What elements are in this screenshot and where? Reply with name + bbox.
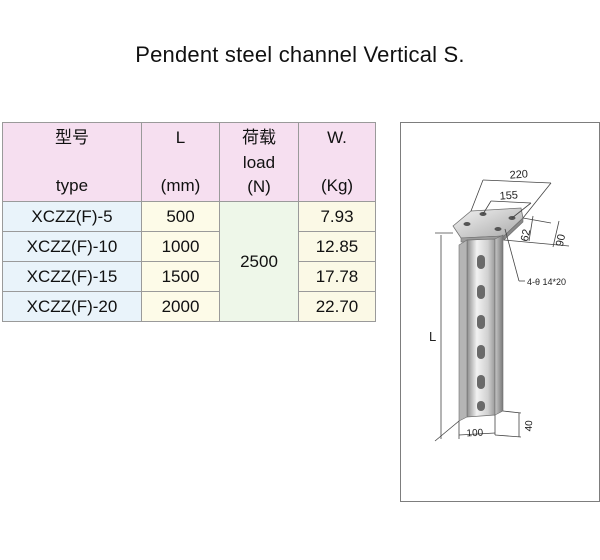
slot-hole <box>477 285 485 299</box>
dim-channel-width: 100 <box>466 428 484 440</box>
table-row: XCZZ(F)-5 500 2500 7.93 <box>2 201 376 322</box>
technical-drawing-frame: 220 155 62 90 4-θ 14*20 L 100 40 <box>400 122 600 502</box>
dim-plate-depth: 90 <box>554 233 568 247</box>
cell-length: 2000 <box>141 291 220 322</box>
cell-length: 500 <box>141 201 220 232</box>
dim-hole-spacing: 155 <box>499 189 518 202</box>
cell-type: XCZZ(F)-10 <box>2 231 142 262</box>
table-row: XCZZ(F)-10 1000 12.85 <box>2 231 376 262</box>
channel-drawing: 220 155 62 90 4-θ 14*20 L 100 40 <box>429 168 570 442</box>
slot-hole <box>477 401 485 411</box>
spec-table: 型号 type L (mm) 荷载 load (N) W. (Kg) XCZZ(… <box>2 122 376 322</box>
header-load: 荷载 load (N) <box>219 122 299 202</box>
header-load-unit: (N) <box>247 177 271 196</box>
cell-length: 1500 <box>141 261 220 292</box>
header-weight-unit: (Kg) <box>320 176 354 195</box>
cell-weight: 22.70 <box>298 291 376 322</box>
header-weight-symbol: W. <box>327 128 347 147</box>
table-row: XCZZ(F)-15 1500 17.78 <box>2 261 376 292</box>
slot-hole <box>477 375 485 389</box>
cell-type: XCZZ(F)-15 <box>2 261 142 292</box>
header-weight: W. (Kg) <box>298 122 376 202</box>
dim-plate-width: 220 <box>509 168 528 181</box>
cell-type: XCZZ(F)-5 <box>2 201 142 232</box>
vertical-channel <box>458 234 504 422</box>
header-load-en: load <box>242 153 276 172</box>
dim-channel-depth: 40 <box>524 420 535 432</box>
header-length-symbol: L <box>175 128 186 147</box>
page-title: Pendent steel channel Vertical S. <box>135 42 465 67</box>
table-row: XCZZ(F)-20 2000 22.70 <box>2 291 376 322</box>
header-load-cn: 荷载 <box>242 128 276 147</box>
cell-weight: 17.78 <box>298 261 376 292</box>
header-length-unit: (mm) <box>160 176 201 195</box>
cell-type: XCZZ(F)-20 <box>2 291 142 322</box>
slot-hole <box>477 255 485 269</box>
header-length: L (mm) <box>141 122 220 202</box>
length-label: L <box>429 329 436 344</box>
cell-length: 1000 <box>141 231 220 262</box>
header-type-en: type <box>55 176 89 195</box>
dimension-lines <box>434 179 570 442</box>
table-header-row: 型号 type L (mm) 荷载 load (N) W. (Kg) <box>2 122 376 202</box>
header-type: 型号 type <box>2 122 142 202</box>
cell-weight: 12.85 <box>298 231 376 262</box>
cell-weight: 7.93 <box>298 201 376 232</box>
header-type-cn: 型号 <box>55 128 89 147</box>
dim-plate-inner: 62 <box>519 228 533 242</box>
slot-hole <box>477 345 485 359</box>
slot-hole <box>477 315 485 329</box>
hole-note: 4-θ 14*20 <box>527 277 566 287</box>
top-plate <box>452 207 524 243</box>
cell-load: 2500 <box>219 201 299 322</box>
